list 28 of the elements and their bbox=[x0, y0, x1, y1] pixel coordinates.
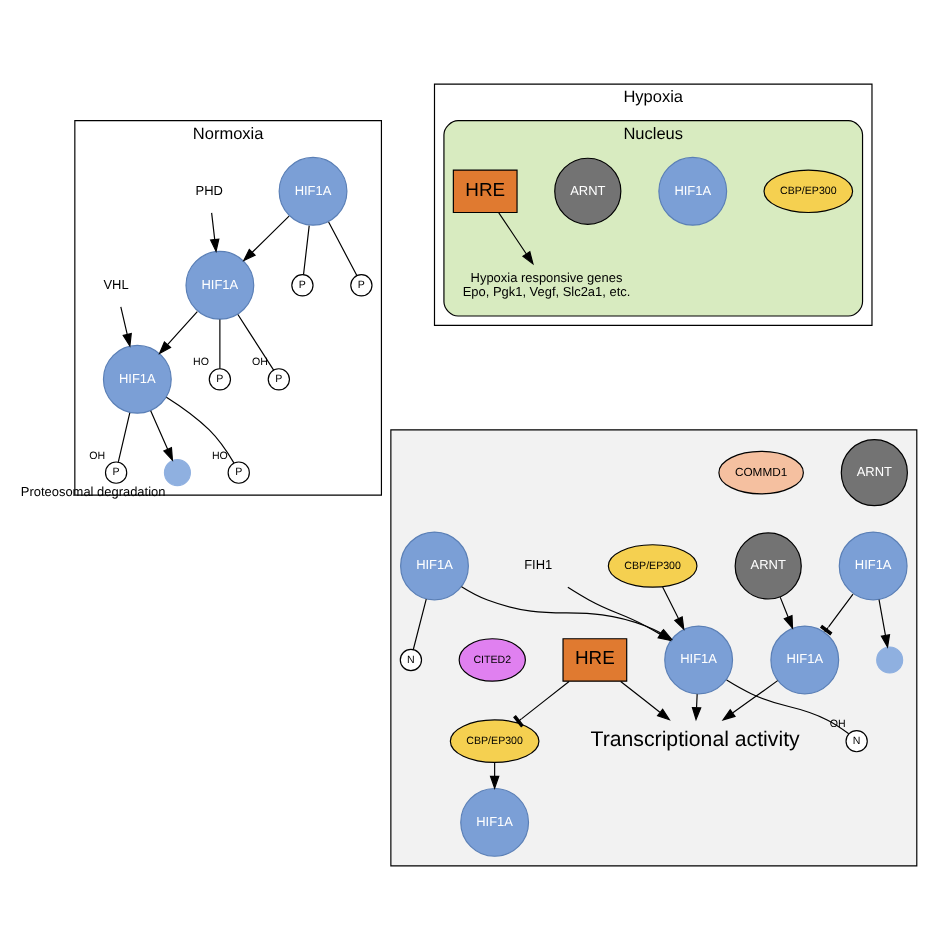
arrow bbox=[120, 305, 132, 347]
arrow bbox=[691, 692, 702, 721]
arrow bbox=[662, 585, 685, 630]
connector bbox=[819, 592, 854, 635]
connector bbox=[302, 224, 310, 275]
cluster bbox=[390, 428, 918, 866]
arrow bbox=[878, 598, 891, 648]
arrow bbox=[620, 679, 671, 720]
connector bbox=[726, 678, 850, 734]
connector bbox=[328, 220, 358, 276]
arrow bbox=[242, 214, 290, 261]
arrow bbox=[150, 409, 174, 461]
node-box: HRE bbox=[452, 168, 518, 213]
node-circle bbox=[163, 458, 191, 486]
connector bbox=[237, 312, 275, 370]
arrow bbox=[779, 595, 794, 629]
arrow bbox=[209, 211, 220, 253]
node-text: Transcriptional activity bbox=[590, 727, 800, 752]
connector bbox=[219, 318, 221, 369]
arrow bbox=[158, 309, 198, 354]
connector bbox=[165, 395, 235, 463]
arrow bbox=[498, 211, 534, 265]
connector bbox=[513, 679, 570, 727]
node-box: HRE bbox=[562, 637, 628, 681]
arrow bbox=[721, 679, 779, 720]
node-circle bbox=[876, 645, 904, 673]
connector bbox=[117, 411, 131, 462]
connector bbox=[412, 597, 427, 650]
